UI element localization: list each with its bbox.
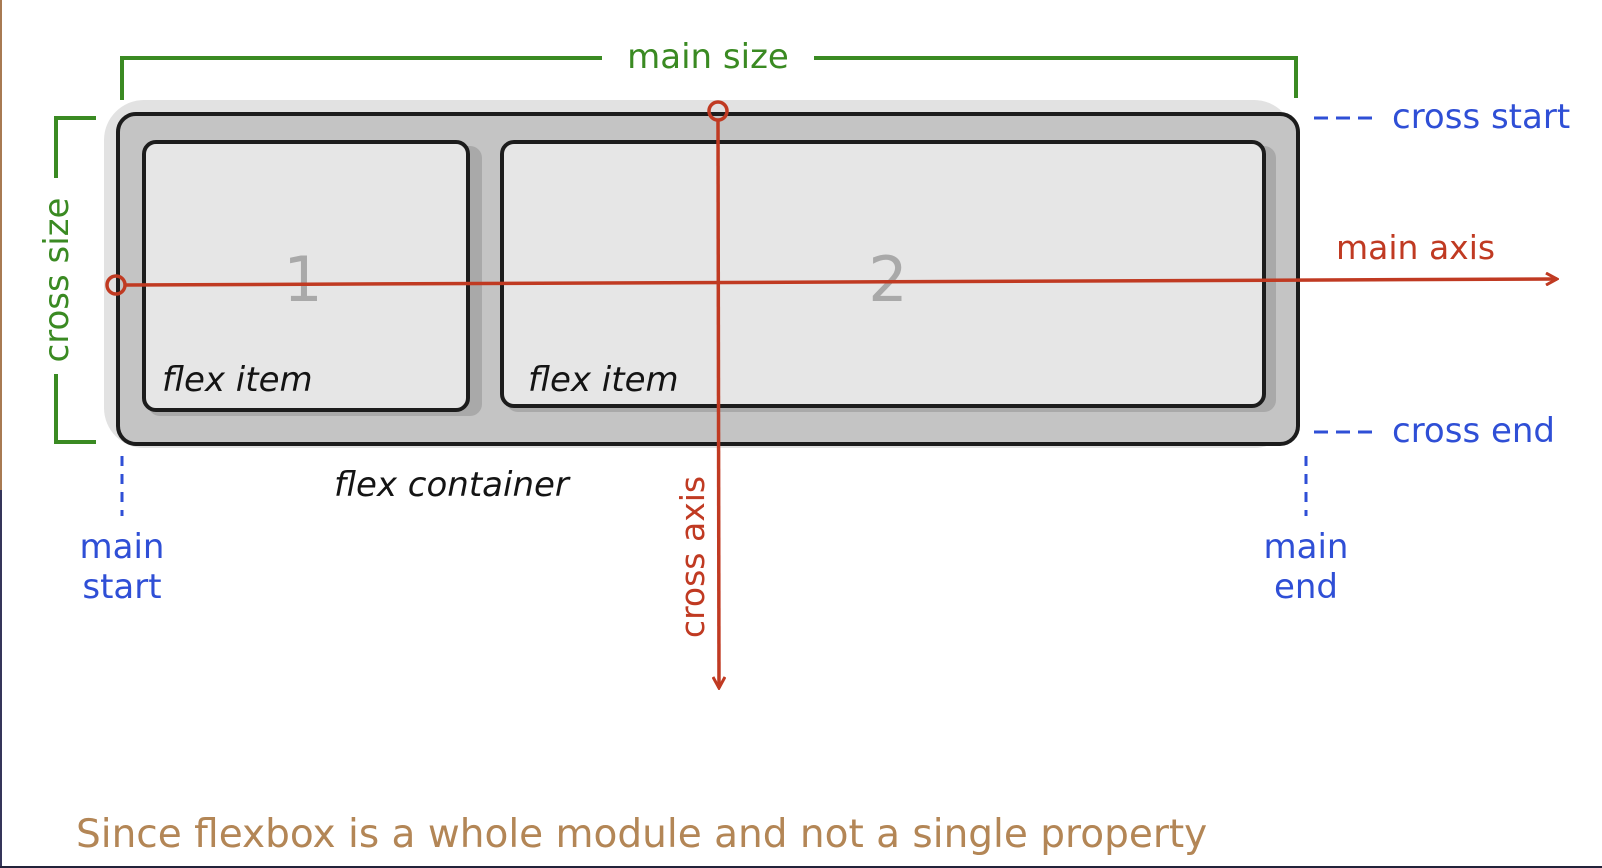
main-end-label-line1: main bbox=[1264, 527, 1349, 567]
bottom-edge-line bbox=[0, 866, 1602, 868]
main-start-label-line2: start bbox=[82, 567, 161, 607]
flex-item-1-number: 1 bbox=[283, 243, 322, 316]
cross-end-label: cross end bbox=[1392, 411, 1555, 451]
cross-size-label: cross size bbox=[37, 198, 77, 363]
main-axis-arrow bbox=[105, 276, 1557, 296]
flex-item-2 bbox=[500, 140, 1276, 412]
cross-start-label: cross start bbox=[1392, 97, 1570, 137]
main-size-label: main size bbox=[627, 37, 789, 77]
flex-item-1-label: flex item bbox=[162, 360, 313, 400]
flex-container-label: flex container bbox=[334, 465, 571, 505]
flex-item-2-label: flex item bbox=[528, 360, 679, 400]
main-axis-label: main axis bbox=[1336, 228, 1495, 267]
flex-item-2-number: 2 bbox=[868, 243, 907, 316]
main-size-bracket bbox=[120, 56, 1298, 100]
cross-axis-label: cross axis bbox=[673, 476, 712, 638]
left-edge-accent-bottom bbox=[0, 490, 2, 868]
cross-size-bracket bbox=[54, 116, 96, 444]
cross-axis-arrow bbox=[707, 100, 729, 688]
flex-item-1 bbox=[142, 140, 482, 416]
main-end-label-line2: end bbox=[1274, 567, 1338, 607]
caption-text: Since flexbox is a whole module and not … bbox=[76, 812, 1208, 857]
main-start-label-line1: main bbox=[80, 527, 165, 567]
left-edge-accent-top bbox=[0, 0, 2, 490]
